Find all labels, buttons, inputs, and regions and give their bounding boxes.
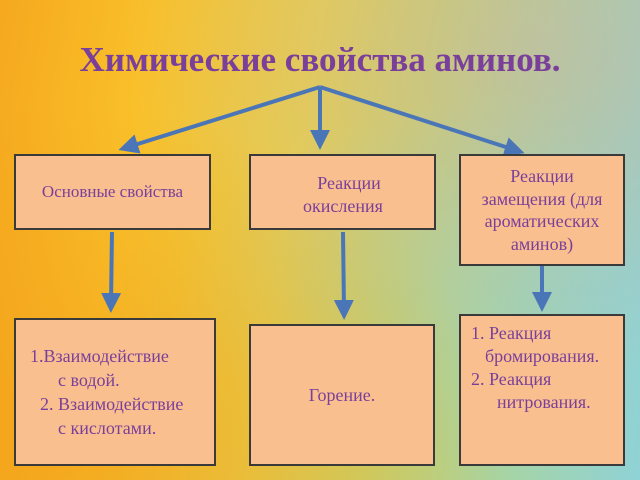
- detail-interactions-line-2: с водой.: [58, 370, 120, 390]
- detail-substitution-line-2: бромирования.: [485, 346, 600, 366]
- detail-combustion-label: Горение.: [308, 384, 376, 405]
- category-substitution-line-1: Реакции: [510, 166, 574, 186]
- category-substitution: Реакции замещения (для ароматических ами…: [459, 154, 625, 266]
- category-substitution-line-2: замещения (для: [481, 188, 603, 209]
- detail-substitution-reactions: 1. Реакция бромирования. 2. Реакция нитр…: [459, 314, 625, 466]
- page-title: Химические свойства аминов.: [79, 40, 561, 79]
- category-substitution-line-4: аминов): [510, 233, 574, 254]
- category-basic-properties: Основные свойства: [14, 154, 211, 230]
- detail-substitution-line-1: 1. Реакция: [471, 323, 552, 343]
- arrow-to-substitution: [319, 85, 525, 157]
- category-substitution-line-3: ароматических: [484, 211, 600, 231]
- arrow-oxidation-to-combustion: [333, 231, 354, 320]
- detail-interactions-line-1: 1.Взаимодействие: [30, 346, 169, 366]
- category-oxidation-line-2: окисления: [303, 195, 383, 216]
- detail-interactions-line-4: с кислотами.: [58, 418, 157, 438]
- detail-substitution-line-4: нитрования.: [497, 392, 591, 412]
- category-oxidation-line-1: Реакции: [317, 173, 381, 193]
- arrow-to-basic-properties: [118, 85, 321, 154]
- detail-substitution-line-3: 2. Реакция: [471, 369, 552, 389]
- arrow-basic-to-interactions: [101, 231, 122, 313]
- category-basic-properties-label: Основные свойства: [41, 182, 184, 202]
- detail-combustion: Горение.: [249, 324, 435, 466]
- category-oxidation: Реакции окисления: [249, 154, 436, 230]
- detail-interactions: 1.Взаимодействие с водой. 2. Взаимодейст…: [14, 318, 216, 466]
- detail-interactions-line-3: 2. Взаимодействие: [40, 394, 184, 414]
